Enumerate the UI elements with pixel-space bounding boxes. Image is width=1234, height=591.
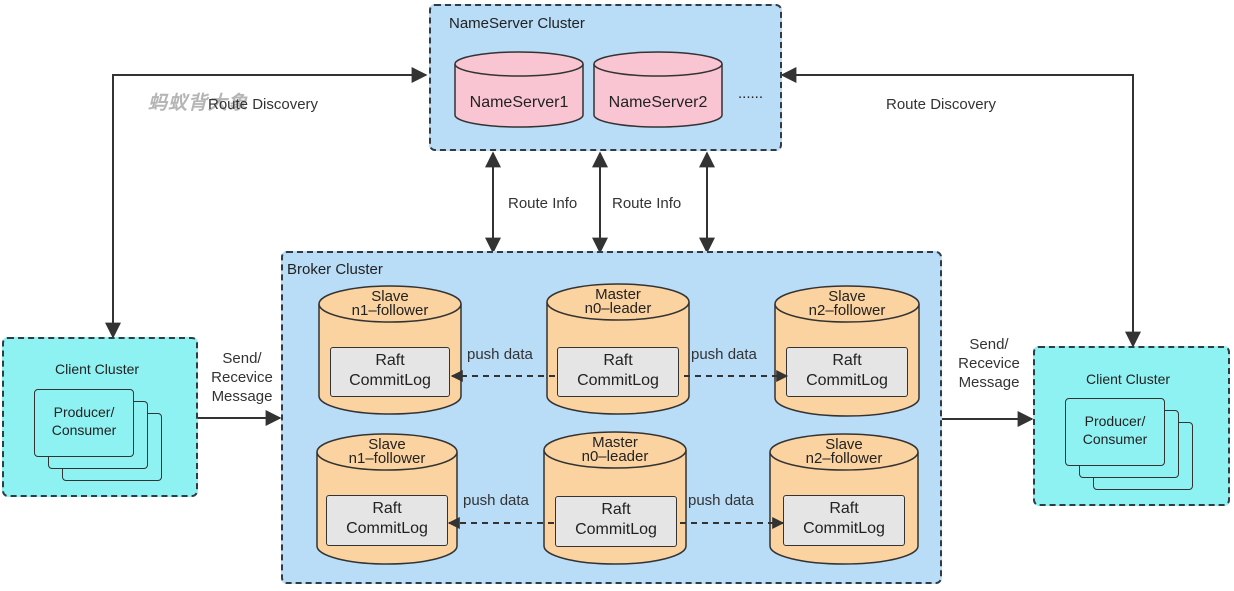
- producer-consumer-card: Producer/ Consumer: [34, 389, 134, 457]
- route-info-label-2: Route Info: [612, 195, 682, 212]
- raft-commitlog: Raft CommitLog: [557, 347, 679, 397]
- producer-consumer-line2: Consumer: [1082, 431, 1148, 447]
- raft-label: Raft: [832, 352, 862, 369]
- push-data-label-row2-left: push data: [463, 492, 529, 509]
- broker-slave-n2-row1: Slave n2–follower Raft CommitLog: [774, 284, 920, 418]
- receive-label: Recevice: [211, 369, 273, 386]
- nameserver-2: NameServer2: [593, 51, 723, 131]
- client-cluster-left-title: Client Cluster: [55, 361, 140, 377]
- producer-consumer-line1: Producer/: [1084, 413, 1146, 429]
- broker-master-n0-row2: Master n0–leader Raft CommitLog: [543, 430, 687, 566]
- commitlog-label: CommitLog: [577, 372, 659, 389]
- raft-commitlog: Raft CommitLog: [786, 347, 908, 397]
- send-label: Send/: [222, 350, 262, 367]
- client-cluster-left: Client Cluster Producer/ Consumer: [2, 337, 198, 497]
- client-cluster-right-title: Client Cluster: [1086, 371, 1171, 387]
- push-data-label-row1-right: push data: [691, 346, 757, 363]
- producer-consumer-line1: Producer/: [53, 404, 115, 420]
- commitlog-label: CommitLog: [806, 372, 888, 389]
- send-receive-right-label: Send/ Recevice Message: [946, 335, 1032, 392]
- route-discovery-left-line: [105, 67, 428, 339]
- commitlog-label: CommitLog: [575, 521, 657, 538]
- raft-commitlog: Raft CommitLog: [326, 495, 448, 546]
- raft-commitlog: Raft CommitLog: [330, 347, 450, 397]
- nameserver-more: ......: [738, 85, 764, 102]
- broker-node-id: n0–leader: [581, 448, 649, 465]
- commitlog-label: CommitLog: [346, 520, 428, 537]
- raft-commitlog: Raft CommitLog: [555, 496, 677, 547]
- broker-node-id: n2–follower: [808, 302, 886, 319]
- producer-consumer-card: Producer/ Consumer: [1065, 398, 1165, 466]
- route-info-label-1: Route Info: [508, 195, 578, 212]
- raft-label: Raft: [603, 352, 633, 369]
- nameserver-1: NameServer1: [454, 51, 584, 131]
- route-discovery-right-label: Route Discovery: [886, 96, 997, 113]
- broker-node-id: n1–follower: [348, 450, 426, 467]
- broker-master-n0-row1: Master n0–leader Raft CommitLog: [546, 282, 690, 416]
- producer-consumer-line2: Consumer: [51, 422, 117, 438]
- nameserver-cluster-title: NameServer Cluster: [449, 15, 585, 32]
- send-receive-left-label: Send/ Recevice Message: [202, 349, 282, 406]
- send-label: Send/: [969, 336, 1009, 353]
- watermark: 蚂蚁背大象: [148, 93, 249, 114]
- raft-commitlog: Raft CommitLog: [783, 495, 905, 546]
- raft-label: Raft: [829, 500, 859, 517]
- push-data-label-row2-right: push data: [688, 492, 754, 509]
- broker-role: Slave: [828, 288, 866, 305]
- nameserver-cluster: NameServer Cluster NameServer1 NameServe…: [429, 4, 782, 151]
- client-cluster-right: Client Cluster Producer/ Consumer: [1033, 346, 1230, 506]
- route-discovery-left-label: Route Discovery: [208, 96, 319, 113]
- broker-slave-n1-row2: Slave n1–follower Raft CommitLog: [316, 432, 458, 566]
- broker-slave-n1-row1: Slave n1–follower Raft CommitLog: [318, 284, 462, 416]
- raft-label: Raft: [375, 352, 405, 369]
- nameserver-2-label: NameServer2: [608, 94, 708, 111]
- nameserver-1-label: NameServer1: [469, 94, 569, 111]
- raft-label: Raft: [372, 500, 402, 517]
- broker-slave-n2-row2: Slave n2–follower Raft CommitLog: [769, 432, 919, 566]
- broker-role: Slave: [825, 436, 863, 453]
- broker-node-id: n1–follower: [351, 302, 429, 319]
- commitlog-label: CommitLog: [349, 372, 431, 389]
- message-label: Message: [211, 388, 273, 405]
- raft-label: Raft: [601, 501, 631, 518]
- broker-node-id: n0–leader: [584, 300, 652, 317]
- route-discovery-right-line: [780, 67, 1141, 348]
- broker-role: Master: [595, 286, 641, 303]
- broker-role: Slave: [371, 288, 409, 305]
- commitlog-label: CommitLog: [803, 520, 885, 537]
- broker-role: Slave: [368, 436, 406, 453]
- broker-role: Master: [592, 434, 638, 451]
- broker-cluster-title: Broker Cluster: [287, 261, 383, 278]
- message-label: Message: [958, 374, 1020, 391]
- push-data-label-row1-left: push data: [467, 346, 533, 363]
- broker-node-id: n2–follower: [805, 450, 883, 467]
- receive-label: Recevice: [958, 355, 1020, 372]
